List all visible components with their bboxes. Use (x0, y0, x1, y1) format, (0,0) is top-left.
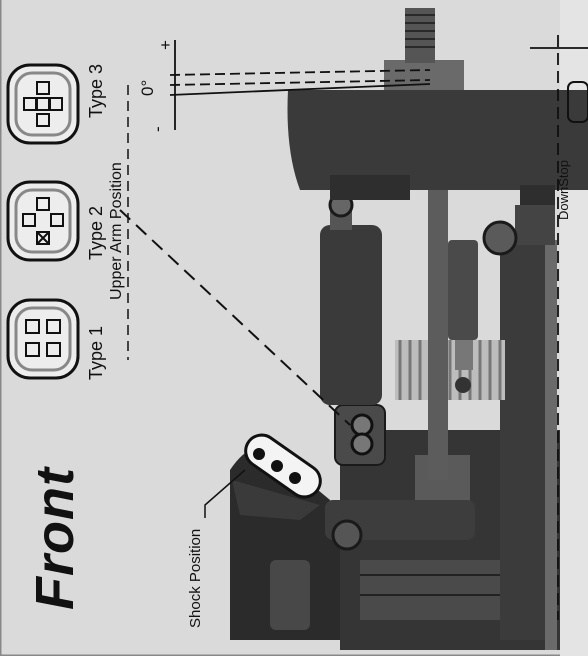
diagram-title: Front (25, 467, 85, 610)
shock-position-holes (244, 433, 322, 499)
upper-arm-leader-line (119, 209, 351, 426)
camber-zero-label: 0° (138, 79, 157, 96)
type-1-icon (6, 298, 80, 380)
shock-position-label: Shock Position (187, 528, 204, 628)
camber-plus-label: + (156, 40, 175, 50)
type-3-icon (6, 63, 80, 145)
shock-tower (230, 447, 360, 640)
upper-arm-position-label: Upper Arm Position (108, 162, 125, 300)
chassis-body (325, 240, 560, 650)
upper-arm-mount (334, 404, 386, 466)
type-2-label: Type 2 (86, 205, 106, 260)
type-2-icon (6, 180, 80, 262)
camber-indicator (169, 40, 431, 130)
type-3-label: Type 3 (86, 63, 106, 118)
upright (287, 90, 588, 256)
type-1-label: Type 1 (86, 325, 106, 380)
downstop-label: DownStop (556, 160, 571, 220)
shock-position-leader (204, 469, 246, 518)
downstop-gauge (530, 35, 588, 620)
pulley (395, 340, 505, 400)
steering-rod (428, 180, 478, 480)
camber-minus-label: - (148, 126, 167, 132)
